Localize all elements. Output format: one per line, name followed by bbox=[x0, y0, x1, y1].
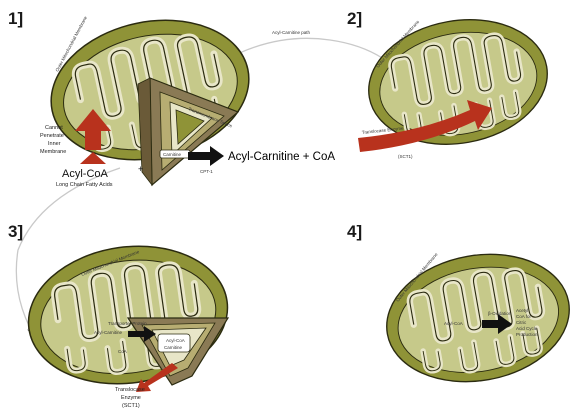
acyl-carnitine-coa-product: Acyl-Carnitine + CoA bbox=[228, 151, 335, 163]
panel3-translocase-line-2: Enzyme bbox=[121, 395, 141, 401]
mitochondrion-4 bbox=[377, 240, 580, 395]
cannot-penetrate-line-3: Inner bbox=[48, 141, 61, 147]
panel4-product-line-4: Acid Cycle bbox=[516, 326, 538, 331]
cannot-penetrate-line-2: Penetrate bbox=[40, 133, 64, 139]
carnitine-box-label: Carnitine bbox=[163, 152, 182, 157]
panel3-acyl-carnitine-label: Acyl-Carnitine bbox=[94, 330, 123, 335]
panel4-product-line-5: Production bbox=[516, 332, 538, 337]
beta-oxidation-label: β-Oxidation bbox=[488, 311, 512, 316]
panel4-product-line-1: Acetyl bbox=[516, 308, 528, 313]
cannot-penetrate-line-1: Cannot bbox=[45, 125, 63, 131]
panel3-coa-label: CoA bbox=[118, 349, 127, 354]
step-4-label: 4] bbox=[347, 222, 362, 241]
cpt1-label: CPT-1 bbox=[200, 169, 213, 174]
panel4-acyl-coa-label: Acyl-CoA bbox=[444, 321, 463, 326]
step-1-label: 1] bbox=[8, 9, 23, 28]
acyl-coa-label: Acyl-CoA bbox=[62, 168, 109, 180]
transporter-protein-label: Transporter Protein bbox=[108, 321, 147, 326]
plus-sign: + bbox=[138, 164, 143, 174]
translocase-sct1-label: (SCT1) bbox=[398, 154, 413, 159]
panel3-acyl-coa-box-label: Acyl-CoA bbox=[166, 338, 185, 343]
step-3-label: 3] bbox=[8, 222, 23, 241]
cannot-penetrate-line-4: Membrane bbox=[40, 149, 66, 155]
path-label-top: Acyl-Carnitine path bbox=[272, 30, 311, 35]
panel4-product-line-2: CoA for bbox=[516, 314, 532, 319]
panel3-carnitine-box-label: Carnitine bbox=[164, 345, 183, 350]
panel3-translocase-line-1: Translocase bbox=[115, 387, 145, 393]
panel3-translocase-line-3: (SCT1) bbox=[122, 403, 140, 409]
panel4-product-line-3: Citric bbox=[516, 320, 527, 325]
step-2-label: 2] bbox=[347, 9, 362, 28]
long-chain-fatty-acids-label: Long Chain Fatty Acids bbox=[56, 182, 113, 188]
